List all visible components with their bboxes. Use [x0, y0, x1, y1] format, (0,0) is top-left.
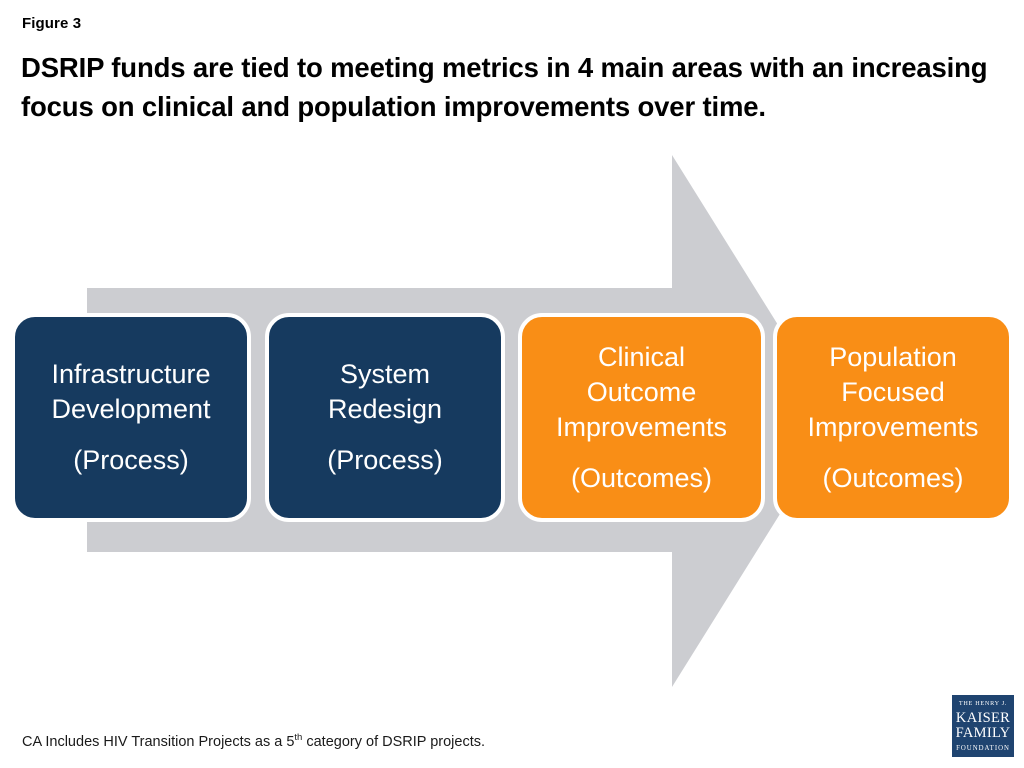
category-box-title: Clinical Outcome Improvements [555, 341, 728, 442]
footnote-text-before: CA Includes HIV Transition Projects as a… [22, 734, 295, 750]
category-box-title: Population Focused Improvements [807, 341, 979, 442]
footnote: CA Includes HIV Transition Projects as a… [22, 733, 485, 752]
footnote-superscript: th [294, 732, 303, 744]
category-box-subtitle: (Outcomes) [822, 462, 964, 493]
logo-line-kaiser: KAISER [955, 710, 1011, 726]
category-box-row: Infrastructure Development (Process) Sys… [0, 313, 1024, 522]
logo-line-foundation: FOUNDATION [956, 745, 1010, 752]
logo-line-the-henry-j: THE HENRY J. [958, 700, 1008, 707]
figure-headline: DSRIP funds are tied to meeting metrics … [21, 52, 988, 122]
category-box-population-focused-improvements[interactable]: Population Focused Improvements (Outcome… [773, 313, 1013, 522]
kff-foundation-logo: THE HENRY J. KAISER FAMILY FOUNDATION [952, 695, 1014, 757]
figure-label: Figure 3 [22, 15, 82, 32]
category-box-subtitle: (Outcomes) [570, 462, 713, 493]
category-box-subtitle: (Process) [327, 445, 443, 475]
category-box-title: Infrastructure Development [51, 359, 211, 424]
category-box-subtitle: (Process) [73, 445, 189, 475]
category-box-clinical-outcome-improvements[interactable]: Clinical Outcome Improvements (Outcomes) [518, 313, 765, 522]
category-box-title: System Redesign [327, 359, 443, 424]
logo-line-family: FAMILY [955, 725, 1011, 741]
footnote-text-after: category of DSRIP projects. [302, 734, 486, 750]
category-box-infrastructure-development[interactable]: Infrastructure Development (Process) [11, 313, 251, 522]
category-box-system-redesign[interactable]: System Redesign (Process) [265, 313, 505, 522]
